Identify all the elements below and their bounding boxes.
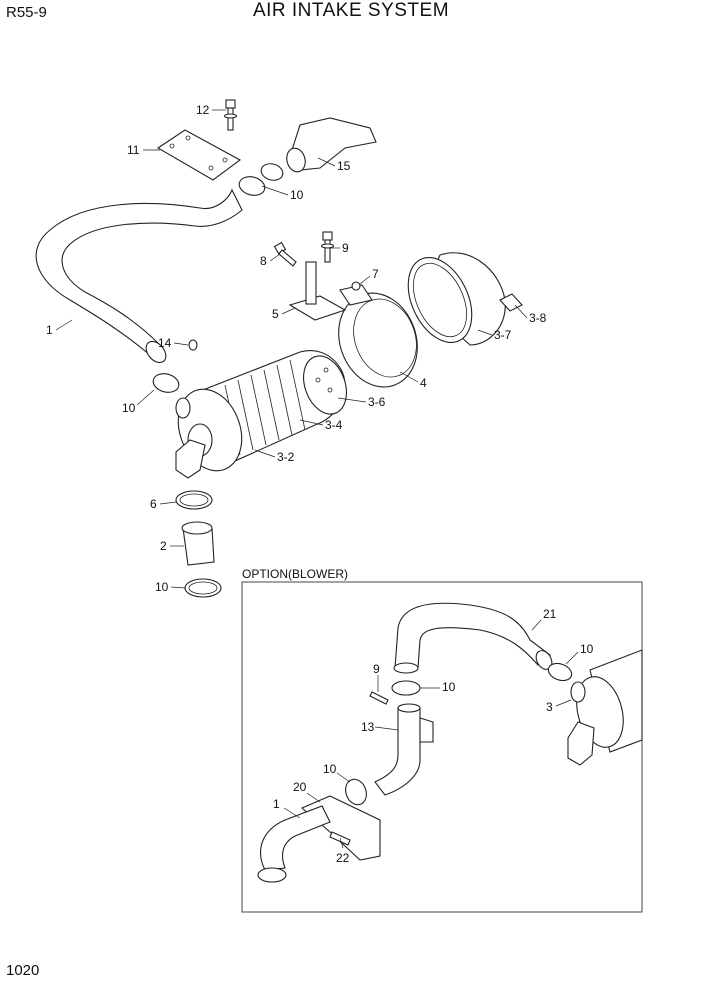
callout-4: 4 [420,376,427,390]
option-callout-1: 1 [273,797,280,811]
option-clamp-part-10-low [345,778,367,806]
callout-3-7: 3-7 [494,328,512,342]
option-callout-10-b: 10 [442,680,456,694]
clamp-part-10-top [238,163,284,196]
nipple-part-14 [188,339,198,351]
callout-14: 14 [158,336,172,350]
clamp-part-10-mid [152,373,180,393]
callout-10-top: 10 [290,188,304,202]
option-callout-21: 21 [543,607,557,621]
hose-part-2 [181,521,215,566]
model-code: R55-9 [6,4,47,21]
callout-8: 8 [260,254,267,268]
callout-12: 12 [196,103,210,117]
option-box-label: OPTION(BLOWER) [242,567,348,581]
callout-5: 5 [272,307,279,321]
option-bolt-part-9 [369,691,389,705]
option-callout-22: 22 [336,851,350,865]
hose-part-1 [35,188,243,364]
option-air-cleaner-part-3 [567,649,643,766]
elbow-part-15 [286,117,377,173]
clamp-part-10-low [184,578,222,598]
option-callout-20: 20 [293,780,307,794]
clamp-part-6 [175,490,213,510]
callout-9: 9 [342,241,349,255]
bolt-part-8 [273,241,297,267]
option-callout-10-a: 10 [580,642,594,656]
air-cleaner-assembly [175,350,347,479]
bolt-part-9 [320,231,335,263]
option-hose-part-21 [393,602,553,674]
callout-11: 11 [127,143,140,157]
callout-7: 7 [372,267,379,281]
dust-cover-part-3-7 [407,252,506,346]
option-clamp-part-10-mid [391,680,421,696]
band-bracket-part-4 [338,281,418,388]
callout-3-6: 3-6 [368,395,386,409]
leader-lines [55,109,579,849]
callout-15: 15 [337,159,351,173]
callout-10-low: 10 [155,580,169,594]
option-pipe-part-13 [374,703,434,796]
option-box-frame [241,581,643,913]
option-clamp-part-10-right [547,662,573,682]
callout-3-2: 3-2 [277,450,295,464]
page-title: AIR INTAKE SYSTEM [252,0,450,21]
bracket-part-5 [288,261,347,321]
bolt-part-12 [223,99,238,131]
option-callout-3: 3 [546,700,553,714]
callout-10-mid: 10 [122,401,136,415]
option-callout-9: 9 [373,662,380,676]
callout-2: 2 [160,539,167,553]
option-callout-13: 13 [361,720,375,734]
option-hose-part-1 [257,805,331,883]
page-number: 1020 [6,962,40,979]
callout-1: 1 [46,323,53,337]
mounting-plate-part-11 [156,129,242,181]
callout-3-8: 3-8 [529,311,547,325]
callout-3-4: 3-4 [325,418,343,432]
callout-labels: 12 11 15 10 9 8 7 5 4 3-8 3-7 1 14 10 3-… [46,103,594,865]
option-callout-10-c: 10 [323,762,337,776]
callout-6: 6 [150,497,157,511]
